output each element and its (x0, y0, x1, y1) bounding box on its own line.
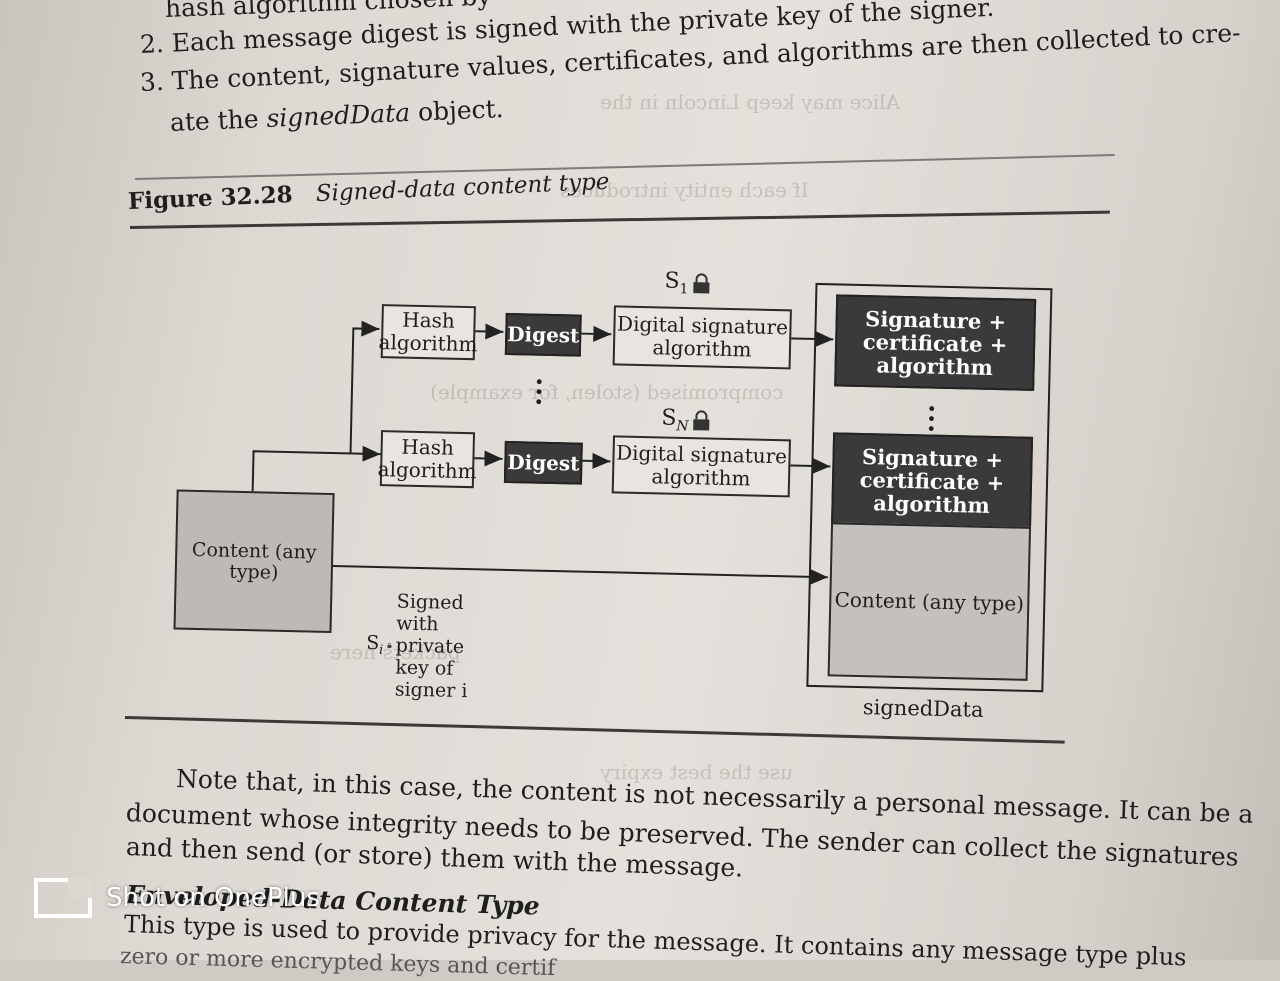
digital-signature-box-n: Digital signature algorithm (611, 435, 791, 498)
legend: Si Signed with private key of signer i (365, 590, 479, 703)
content-output-box: Content (any type) (827, 522, 1032, 681)
digest-box-1: Digest (504, 312, 582, 357)
signer-1-label: S1 (664, 269, 711, 298)
digital-signature-box-1: Digital signature algorithm (612, 305, 792, 370)
lock-icon (387, 642, 392, 648)
lock-icon (693, 273, 710, 294)
camera-watermark: Shot on OnePlus (34, 878, 320, 918)
ellipsis-vertical: ··· (926, 394, 937, 445)
signer-n-label: SN (661, 405, 711, 435)
ellipsis-vertical: ··· (533, 367, 545, 418)
watermark-text: Shot on OnePlus (106, 883, 320, 913)
signature-block-1: Signature + certificate + algorithm (834, 294, 1037, 391)
lock-icon (693, 410, 710, 431)
content-input-box: Content (any type) (173, 489, 335, 634)
legend-text: Signed with private key of signer i (394, 590, 468, 703)
oneplus-logo-icon (34, 878, 92, 918)
hash-algorithm-box-n: Hash algorithm (377, 430, 477, 489)
hash-algorithm-box-1: Hash algorithm (378, 304, 478, 361)
digest-box-n: Digest (503, 440, 583, 485)
signature-block-n: Signature + certificate + algorithm (831, 432, 1034, 529)
signed-data-label: signedData (862, 695, 984, 722)
